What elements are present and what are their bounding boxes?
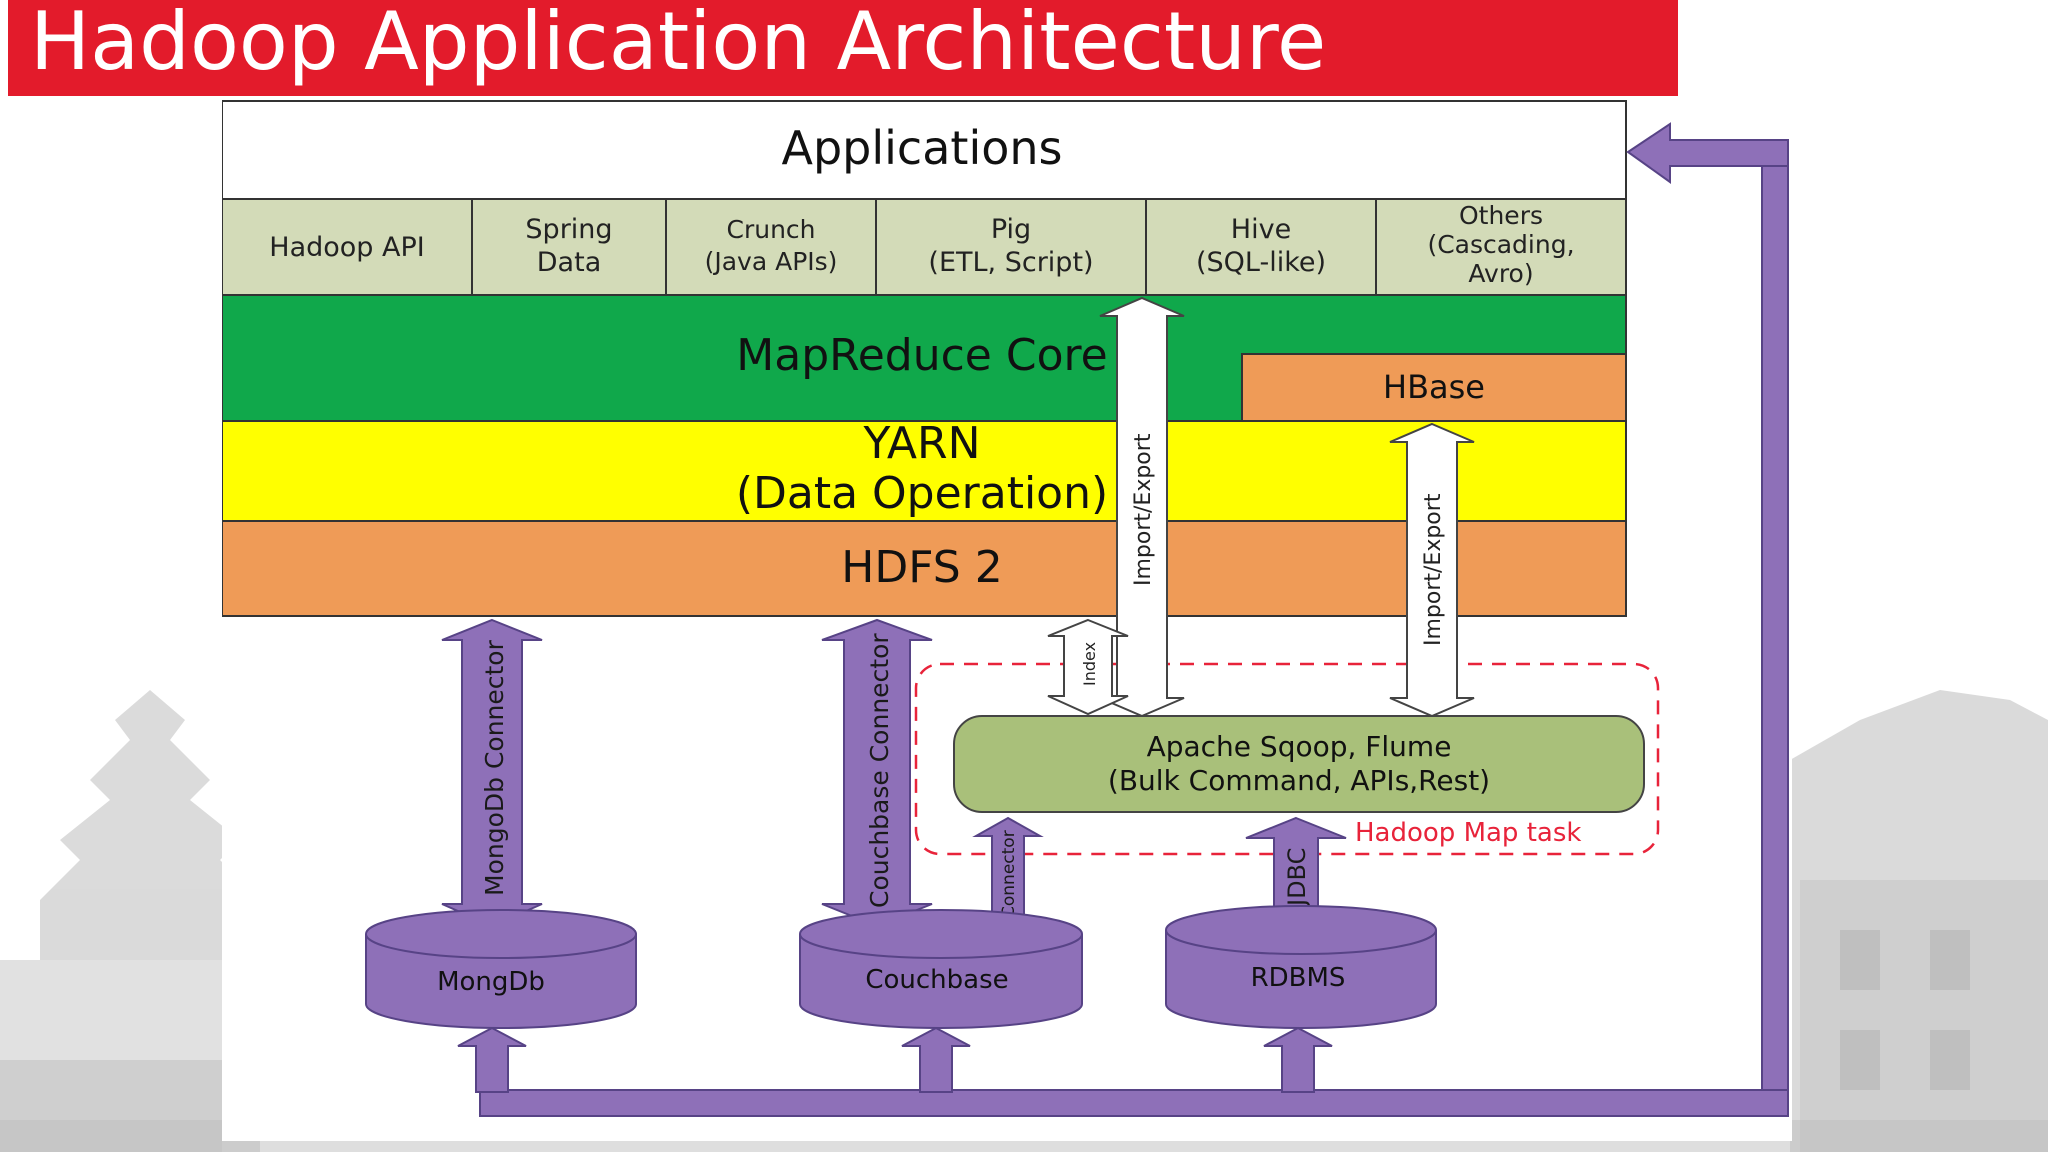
hadoop-map-task-label: Hadoop Map task bbox=[1355, 818, 1581, 848]
rdbms-database: RDBMS bbox=[1165, 905, 1437, 1029]
hbase-box bbox=[1241, 353, 1627, 422]
import-export-arrow-1: Import/Export bbox=[1099, 296, 1185, 718]
hadoop-architecture-diagram: Applications Hadoop API Spring Data Crun… bbox=[222, 100, 1789, 1117]
app-cell-label: (ETL, Script) bbox=[928, 247, 1093, 278]
index-arrow: Index bbox=[1047, 618, 1129, 716]
mongodb-connector-arrow: MongoDb Connector bbox=[441, 618, 543, 928]
db-feed-arrows bbox=[457, 1026, 1333, 1093]
slide-title: Hadoop Application Architecture bbox=[30, 0, 1327, 88]
couchbase-connector-label: Couchbase Connector bbox=[865, 633, 894, 908]
yarn-label: YARN bbox=[862, 418, 980, 469]
couchbase-connector-arrow: Couchbase Connector bbox=[821, 618, 933, 928]
yarn-sublabel: (Data Operation) bbox=[736, 468, 1108, 519]
app-cell-label: Crunch bbox=[726, 215, 815, 244]
sqoop-flume-label: Apache Sqoop, Flume bbox=[1147, 730, 1452, 763]
app-cell-label: Hive bbox=[1231, 214, 1291, 245]
mongodb-label: MongDb bbox=[437, 967, 545, 997]
hdfs-label: HDFS 2 bbox=[841, 542, 1002, 593]
index-label: Index bbox=[1080, 642, 1099, 686]
app-cell-hadoop-api bbox=[222, 198, 473, 296]
diagram-area: Applications Hadoop API Spring Data Crun… bbox=[222, 96, 1792, 1141]
app-cell-label: Spring bbox=[525, 214, 612, 245]
app-cell-label: (SQL-like) bbox=[1196, 247, 1326, 278]
sqoop-flume-sublabel: (Bulk Command, APIs,Rest) bbox=[1108, 764, 1490, 797]
app-cell-label: Pig bbox=[991, 214, 1031, 245]
import-export-label-2: Import/Export bbox=[1421, 493, 1446, 646]
app-cell-label: (Cascading, bbox=[1427, 230, 1574, 259]
app-cell-hive bbox=[1145, 198, 1377, 296]
title-bar: Hadoop Application Architecture bbox=[8, 0, 1678, 96]
yarn-box bbox=[222, 420, 1627, 522]
connector-label: Connector bbox=[999, 830, 1019, 918]
app-cell-label: (Java APIs) bbox=[705, 247, 838, 276]
couchbase-database: Couchbase bbox=[799, 909, 1083, 1029]
rdbms-label: RDBMS bbox=[1251, 963, 1346, 993]
application-cells: Hadoop API Spring Data Crunch (Java APIs… bbox=[222, 198, 1627, 296]
applications-label: Applications bbox=[782, 121, 1063, 175]
app-cell-crunch bbox=[665, 198, 877, 296]
couchbase-label: Couchbase bbox=[865, 965, 1008, 995]
app-cell-label: Data bbox=[537, 247, 601, 278]
mongodb-database: MongDb bbox=[365, 909, 637, 1029]
hdfs-box bbox=[222, 520, 1627, 617]
jdbc-label: JDBC bbox=[1283, 848, 1311, 908]
mongodb-connector-label: MongoDb Connector bbox=[480, 639, 509, 896]
app-cell-label: Others bbox=[1459, 201, 1543, 230]
feedback-loop bbox=[479, 122, 1789, 1117]
mapreduce-core-label: MapReduce Core bbox=[736, 330, 1107, 381]
app-cell-label: Avro) bbox=[1468, 259, 1533, 288]
import-export-arrow-2: Import/Export bbox=[1389, 422, 1475, 718]
connector-arrow: Connector bbox=[972, 816, 1044, 927]
hbase-label: HBase bbox=[1383, 368, 1485, 406]
sqoop-flume-box bbox=[953, 715, 1645, 813]
app-cell-label: Hadoop API bbox=[269, 232, 424, 263]
import-export-label-1: Import/Export bbox=[1131, 433, 1156, 586]
